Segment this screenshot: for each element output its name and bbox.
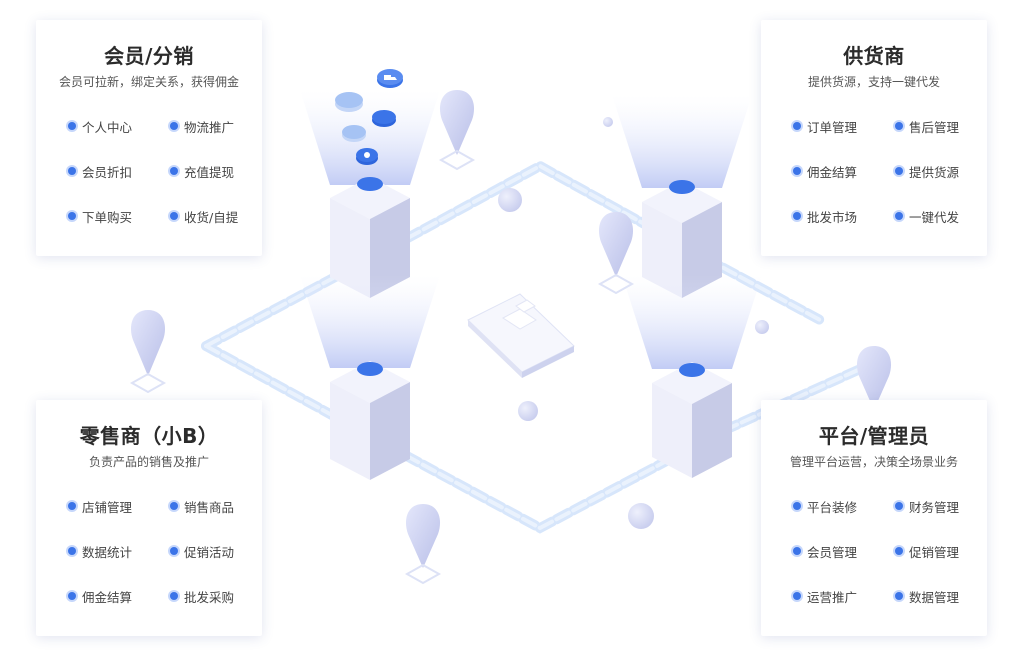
feature-item: 下单购买 bbox=[68, 206, 166, 226]
card-retailer: 零售商（小B） 负责产品的销售及推广 店铺管理 销售商品 数据统计 促销活动 佣… bbox=[36, 400, 262, 636]
feature-item: 佣金结算 bbox=[793, 161, 891, 181]
bullet-dot-icon bbox=[895, 212, 903, 220]
card-platform: 平台/管理员 管理平台运营，决策全场景业务 平台装修 财务管理 会员管理 促销管… bbox=[761, 400, 987, 636]
feature-item: 运营推广 bbox=[793, 586, 891, 606]
feature-item: 售后管理 bbox=[895, 116, 993, 136]
feature-item: 收货/自提 bbox=[170, 206, 268, 226]
bullet-dot-icon bbox=[793, 122, 801, 130]
feature-list: 店铺管理 销售商品 数据统计 促销活动 佣金结算 批发采购 bbox=[68, 496, 262, 606]
bullet-dot-icon bbox=[68, 167, 76, 175]
bullet-dot-icon bbox=[895, 592, 903, 600]
bullet-dot-icon bbox=[68, 592, 76, 600]
feature-item: 批发市场 bbox=[793, 206, 891, 226]
card-member: 会员/分销 会员可拉新，绑定关系，获得佣金 个人中心 物流推广 会员折扣 充值提… bbox=[36, 20, 262, 256]
feature-item: 销售商品 bbox=[170, 496, 268, 516]
card-title: 零售商（小B） bbox=[79, 424, 219, 448]
feature-item: 促销管理 bbox=[895, 541, 993, 561]
location-pin-icon bbox=[438, 90, 476, 171]
feature-item: 物流推广 bbox=[170, 116, 268, 136]
bullet-dot-icon bbox=[68, 547, 76, 555]
card-subtitle: 会员可拉新，绑定关系，获得佣金 bbox=[58, 75, 239, 89]
feature-list: 平台装修 财务管理 会员管理 促销管理 运营推广 数据管理 bbox=[793, 496, 987, 606]
bullet-dot-icon bbox=[895, 547, 903, 555]
feature-item: 佣金结算 bbox=[68, 586, 166, 606]
location-pin-icon bbox=[129, 310, 167, 394]
feature-item: 财务管理 bbox=[895, 496, 993, 516]
location-pin-icon bbox=[856, 346, 892, 410]
feature-list: 订单管理 售后管理 佣金结算 提供货源 批发市场 一键代发 bbox=[793, 116, 987, 226]
card-title: 会员/分销 bbox=[104, 44, 194, 68]
feature-item: 会员管理 bbox=[793, 541, 891, 561]
feature-item: 平台装修 bbox=[793, 496, 891, 516]
bullet-dot-icon bbox=[793, 167, 801, 175]
central-platform bbox=[467, 293, 575, 378]
tower-retailer bbox=[300, 275, 440, 480]
card-subtitle: 提供货源，支持一键代发 bbox=[807, 75, 940, 89]
bullet-dot-icon bbox=[793, 502, 801, 510]
bullet-dot-icon bbox=[170, 167, 178, 175]
feature-item: 订单管理 bbox=[793, 116, 891, 136]
bullet-dot-icon bbox=[793, 212, 801, 220]
bullet-dot-icon bbox=[170, 212, 178, 220]
feature-item: 数据统计 bbox=[68, 541, 166, 561]
bullet-dot-icon bbox=[68, 502, 76, 510]
feature-item: 批发采购 bbox=[170, 586, 268, 606]
bullet-dot-icon bbox=[170, 122, 178, 130]
feature-item: 会员折扣 bbox=[68, 161, 166, 181]
feature-item: 提供货源 bbox=[895, 161, 993, 181]
bullet-dot-icon bbox=[895, 167, 903, 175]
bullet-dot-icon bbox=[895, 122, 903, 130]
card-title: 供货商 bbox=[843, 44, 905, 68]
feature-item: 数据管理 bbox=[895, 586, 993, 606]
card-supplier: 供货商 提供货源，支持一键代发 订单管理 售后管理 佣金结算 提供货源 批发市场… bbox=[761, 20, 987, 256]
tower-platform bbox=[622, 275, 762, 478]
bullet-dot-icon bbox=[170, 502, 178, 510]
bullet-dot-icon bbox=[68, 212, 76, 220]
floating-spheres bbox=[498, 117, 769, 529]
bullet-dot-icon bbox=[895, 502, 903, 510]
floating-icons bbox=[335, 69, 403, 165]
feature-item: 一键代发 bbox=[895, 206, 993, 226]
bullet-dot-icon bbox=[170, 592, 178, 600]
feature-item: 店铺管理 bbox=[68, 496, 166, 516]
feature-item: 促销活动 bbox=[170, 541, 268, 561]
bullet-dot-icon bbox=[68, 122, 76, 130]
feature-item: 充值提现 bbox=[170, 161, 268, 181]
bullet-dot-icon bbox=[170, 547, 178, 555]
card-subtitle: 负责产品的销售及推广 bbox=[88, 455, 209, 469]
card-subtitle: 管理平台运营，决策全场景业务 bbox=[789, 455, 958, 469]
feature-item: 个人中心 bbox=[68, 116, 166, 136]
tower-member bbox=[300, 90, 440, 298]
tower-supplier bbox=[612, 95, 752, 298]
feature-list: 个人中心 物流推广 会员折扣 充值提现 下单购买 收货/自提 bbox=[68, 116, 262, 226]
bullet-dot-icon bbox=[793, 592, 801, 600]
card-title: 平台/管理员 bbox=[818, 424, 930, 448]
bullet-dot-icon bbox=[793, 547, 801, 555]
location-pin-icon bbox=[404, 504, 442, 585]
